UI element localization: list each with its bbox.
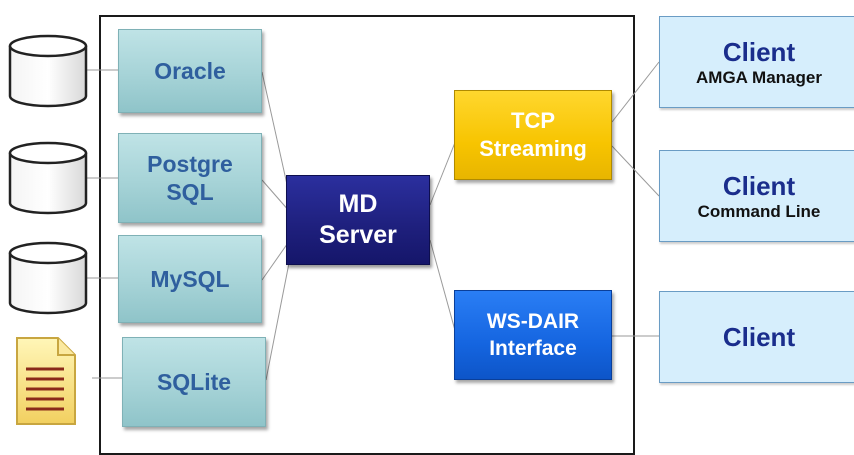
- sqlite-label: SQLite: [156, 369, 232, 395]
- postgresql-label: Postgre SQL: [147, 151, 233, 205]
- md-server-label: MD Server: [319, 190, 397, 249]
- client-title: Client: [722, 322, 796, 352]
- client-subtitle: Command Line: [697, 201, 821, 221]
- mysql-box: MySQL: [118, 235, 262, 323]
- postgresql-box: Postgre SQL: [118, 133, 262, 223]
- client-command-line-box: Client Command Line: [659, 150, 854, 242]
- tcp-link-client-cli: [611, 145, 660, 197]
- db-link-postgre: [261, 179, 291, 213]
- database-cylinder-icon: [8, 141, 88, 215]
- sqlite-box: SQLite: [122, 337, 266, 427]
- tcp-streaming-label: TCP Streaming: [479, 108, 587, 161]
- client-title: Client: [722, 170, 796, 201]
- mysql-label: MySQL: [150, 266, 230, 292]
- architecture-diagram: Oracle Postgre SQL MySQL SQLite MD Serve…: [8, 15, 854, 455]
- db-link-sqlite: [265, 257, 291, 381]
- ws-dair-interface-box: WS-DAIR Interface: [454, 290, 612, 380]
- tcp-streaming-box: TCP Streaming: [454, 90, 612, 180]
- database-cylinder-icon: [8, 241, 88, 315]
- client-title: Client: [722, 36, 796, 67]
- oracle-box: Oracle: [118, 29, 262, 113]
- ws-dair-label: WS-DAIR Interface: [486, 310, 580, 360]
- md-server-box: MD Server: [286, 175, 430, 265]
- database-cylinder-icon: [8, 34, 88, 108]
- db-link-mysql: [261, 239, 291, 281]
- server-link-tcp: [429, 139, 457, 206]
- tcp-link-client-manager: [611, 61, 660, 123]
- connector-lines: [84, 61, 660, 381]
- client-subtitle: AMGA Manager: [696, 67, 822, 87]
- oracle-label: Oracle: [154, 58, 226, 84]
- client-ws-box: Client: [659, 291, 854, 383]
- document-icon: [16, 337, 76, 425]
- server-link-wsdair: [429, 239, 457, 335]
- client-amga-manager-box: Client AMGA Manager: [659, 16, 854, 108]
- db-link-oracle: [261, 71, 291, 199]
